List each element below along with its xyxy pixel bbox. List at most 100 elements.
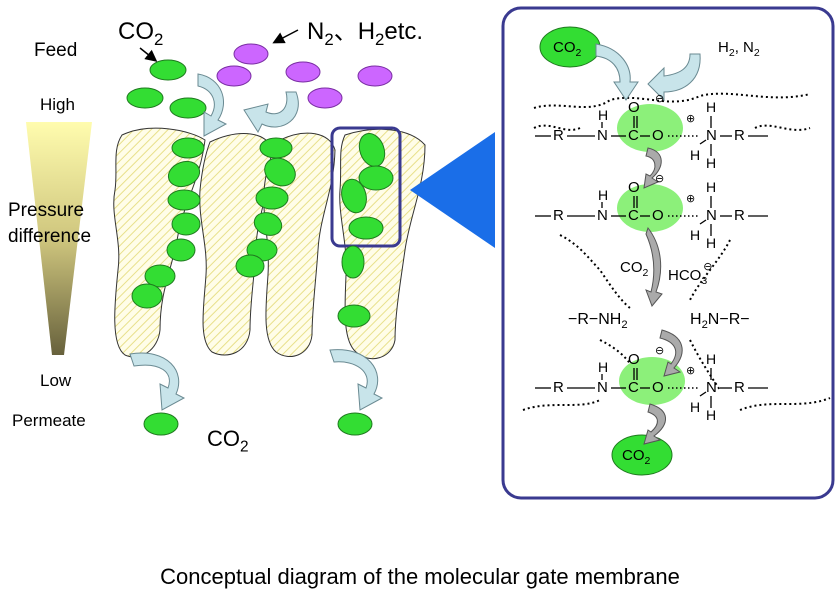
ammonium-plus: ⊕ [686, 365, 696, 377]
low-pressure-label: Low [40, 371, 72, 390]
carbamate-minus: ⊖ [655, 345, 665, 357]
ammonium-plus: ⊕ [686, 113, 696, 125]
feed-label: Feed [34, 40, 78, 61]
pressure-label-line1: Pressure [8, 200, 85, 221]
panel-h2: H [718, 39, 729, 56]
carbamate-o: O [652, 379, 664, 396]
panel-amine-left: −R−NH2 [568, 312, 628, 331]
panel-amine-right: H2N−R− [690, 312, 750, 331]
carbamate-n: N [597, 379, 608, 396]
panel-n2: , N [734, 39, 754, 56]
ammonium-h-left: H [690, 399, 701, 415]
panel-amine-right-sub: 2 [701, 319, 708, 332]
carbamate-o: O [652, 127, 664, 144]
ammonium-r-right: R [734, 127, 745, 144]
pressure-difference-label: Pressure difference [8, 198, 91, 250]
ammonium-n: N [706, 207, 717, 224]
h2-sub: 2 [375, 29, 385, 49]
panel-co2-mid: CO2 [620, 260, 648, 279]
co2-feed-label-sub: 2 [154, 29, 164, 49]
carbamate-minus: ⊖ [655, 93, 665, 105]
panel-hco3: HCO3 ⊖ [668, 262, 716, 287]
panel-co2-out-sub: 2 [644, 455, 651, 467]
ammonium-h-bottom: H [706, 407, 717, 423]
n2-h2-label: N2、H2etc. [307, 20, 423, 49]
panel-n2-sub: 2 [753, 47, 760, 59]
n2-separator: 、 [333, 18, 358, 45]
diagram-caption: Conceptual diagram of the molecular gate… [160, 564, 680, 589]
co2-feed-label-main: CO [118, 18, 154, 45]
chemical-bond [699, 139, 707, 145]
ammonium-h-top: H [706, 99, 717, 115]
n2-main: N [307, 18, 325, 45]
h2-tail: etc. [384, 18, 424, 45]
ammonium-h-bottom: H [706, 235, 717, 251]
carbamate-n: N [597, 127, 608, 144]
ammonium-r-right: R [734, 207, 745, 224]
panel-amine-right-pre: H [690, 311, 702, 328]
panel-h2n2: H2, N2 [718, 40, 760, 59]
zoom-selection-box [330, 126, 402, 248]
permeate-label: Permeate [12, 411, 86, 430]
n2-sub: 2 [324, 29, 334, 49]
ammonium-n: N [706, 127, 717, 144]
panel-co2-mid-main: CO [620, 259, 643, 276]
carbamate-c: C [628, 207, 639, 224]
pressure-label-line2: difference [8, 226, 92, 247]
carbamate-h: H [598, 187, 609, 203]
carbamate-oxygen-top: O [628, 179, 640, 196]
panel-co2-in-main: CO [553, 39, 576, 56]
high-pressure-label: High [40, 95, 75, 114]
panel-amine-left-main: −R−NH [568, 311, 622, 328]
panel-co2-in: CO2 [553, 40, 581, 59]
ammonium-r-right: R [734, 379, 745, 396]
carbamate-minus: ⊖ [655, 173, 665, 185]
ammonium-h-top: H [706, 179, 717, 195]
panel-hco3-sub: 3 [701, 275, 708, 287]
carbamate-oxygen-top: O [628, 99, 640, 116]
carbamate-r-left: R [553, 379, 564, 396]
carbamate-c: C [628, 127, 639, 144]
panel-co2-out-main: CO [622, 447, 645, 464]
panel-amine-left-sub: 2 [621, 319, 628, 332]
panel-co2-out: CO2 [622, 448, 650, 467]
carbamate-n: N [597, 207, 608, 224]
panel-co2-in-sub: 2 [575, 47, 582, 59]
carbamate-h: H [598, 359, 609, 375]
co2-pointer [139, 47, 158, 62]
panel-co2-mid-sub: 2 [642, 267, 649, 279]
ammonium-h-bottom: H [706, 155, 717, 171]
carbamate-r-left: R [553, 127, 564, 144]
n2-pointer [272, 29, 299, 44]
co2-permeate-label: CO2 [207, 428, 249, 455]
panel-amine-right-post: N−R− [707, 311, 750, 328]
co2-feed-label: CO2 [118, 20, 163, 49]
ammonium-h-left: H [690, 147, 701, 163]
panel-hco3-main: HCO [668, 267, 702, 284]
ammonium-h-left: H [690, 227, 701, 243]
flow-arrows [129, 73, 384, 411]
carbamate-oxygen-top: O [628, 351, 640, 368]
panel-arrows [595, 43, 701, 102]
zoom-arrow [410, 132, 495, 248]
ammonium-n: N [706, 379, 717, 396]
ammonium-h-top: H [706, 351, 717, 367]
chemical-bond [699, 219, 707, 225]
polymer-chains [522, 92, 831, 411]
carbamate-r-left: R [553, 207, 564, 224]
chemical-bond [699, 391, 707, 397]
carbamate-h: H [598, 107, 609, 123]
detail-panel [501, 6, 835, 500]
carbamate-o: O [652, 207, 664, 224]
co2-molecules [126, 59, 394, 436]
pressure-gradient-wedge [26, 122, 92, 355]
panel-hco3-charge: ⊖ [703, 261, 713, 273]
co2-permeate-label-sub: 2 [240, 438, 249, 456]
carbamate-c: C [628, 379, 639, 396]
other-gas-molecules [216, 43, 393, 109]
h2-main: H [357, 18, 376, 45]
ammonium-plus: ⊕ [686, 193, 696, 205]
co2-permeate-label-main: CO [207, 426, 240, 451]
panel-h2-sub: 2 [728, 47, 735, 59]
